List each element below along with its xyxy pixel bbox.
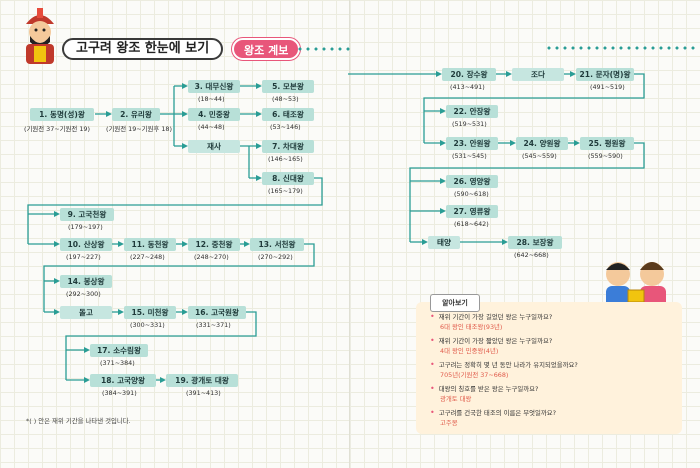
bullet-icon: • [430, 360, 435, 369]
king-19-period: (391~413) [186, 389, 221, 397]
king-12: 12. 중천왕 [188, 238, 240, 251]
king-13-period: (270~292) [258, 253, 293, 261]
king-16-period: (331~371) [196, 321, 231, 329]
quiz-panel: 알아보기 •재위 기간이 가장 길었던 왕은 누구일까요? 6대 왕인 태조왕(… [416, 294, 682, 434]
king-26-period: (590~618) [454, 190, 489, 198]
king-10: 10. 산상왕 [60, 238, 112, 251]
quiz-answer-3: 705년(기원전 37~668) [440, 371, 509, 379]
quiz-question-5: •고구려를 건국한 태조의 이름은 무엇일까요? [430, 408, 556, 417]
bullet-icon: • [430, 312, 435, 321]
king-11-period: (227~248) [130, 253, 165, 261]
quiz-question-2: •재위 기간이 가장 짧았던 왕은 누구일까요? [430, 336, 552, 345]
king-20: 20. 장수왕 [442, 68, 496, 81]
quiz-question-2-text: 재위 기간이 가장 짧았던 왕은 누구일까요? [438, 337, 553, 345]
king-2-period: (기원전 19~기원후 18) [106, 125, 172, 133]
quiz-answer-2: 4대 왕인 민중왕(4년) [440, 347, 499, 355]
quiz-answer-5: 고주몽 [440, 419, 458, 427]
king-24: 24. 양원왕 [516, 137, 568, 150]
king-8-period: (165~179) [268, 187, 303, 195]
footnote: *( ) 안은 재위 기간을 나타낸 것입니다. [26, 417, 131, 425]
quiz-answer-1: 6대 왕인 태조왕(93년) [440, 323, 503, 331]
king-6-period: (53~146) [270, 123, 301, 131]
king-17: 17. 소수림왕 [90, 344, 148, 357]
quiz-question-1-text: 재위 기간이 가장 길었던 왕은 누구일까요? [438, 313, 553, 321]
bullet-icon: • [430, 336, 435, 345]
quiz-question-5-text: 고구려를 건국한 태조의 이름은 무엇일까요? [438, 409, 557, 417]
quiz-question-3-text: 고구려는 정확히 몇 년 동안 나라가 유지되었을까요? [438, 361, 578, 369]
king-3-period: (18~44) [198, 95, 225, 103]
king-5-period: (48~53) [272, 95, 299, 103]
king-25: 25. 평원왕 [580, 137, 634, 150]
king-8: 8. 신대왕 [262, 172, 314, 185]
king-26: 26. 영양왕 [446, 175, 498, 188]
quiz-question-1: •재위 기간이 가장 길었던 왕은 누구일까요? [430, 312, 552, 321]
dotted-divider [296, 45, 350, 53]
king-28-period: (642~668) [514, 251, 549, 259]
king-15-period: (300~331) [130, 321, 165, 329]
king-11: 11. 동천왕 [124, 238, 176, 251]
king-1: 1. 동명(성)왕 [30, 108, 94, 121]
king-22-period: (519~531) [452, 120, 487, 128]
king-4-period: (44~48) [198, 123, 225, 131]
king-14-period: (292~300) [66, 290, 101, 298]
king-9: 9. 고국천왕 [60, 208, 114, 221]
king-25-period: (559~590) [588, 152, 623, 160]
king-9-period: (179~197) [68, 223, 103, 231]
king-4: 4. 민중왕 [188, 108, 240, 121]
king-10-period: (197~227) [66, 253, 101, 261]
quiz-question-3: •고구려는 정확히 몇 년 동안 나라가 유지되었을까요? [430, 360, 578, 369]
quiz-answer-4: 광개토 대왕 [440, 395, 472, 403]
king-7: 7. 차대왕 [262, 140, 314, 153]
bullet-icon: • [430, 408, 435, 417]
king-18-period: (384~391) [102, 389, 137, 397]
king-12-period: (248~270) [194, 253, 229, 261]
king-1-period: (기원전 37~기원전 19) [24, 125, 90, 133]
king-28: 28. 보장왕 [508, 236, 562, 249]
king-21: 21. 문자(명)왕 [576, 68, 634, 81]
king-3: 3. 대무신왕 [188, 80, 240, 93]
king-23-period: (531~545) [452, 152, 487, 160]
king-20-period: (413~491) [450, 83, 485, 91]
king-15: 15. 미천왕 [124, 306, 176, 319]
general-mascot-icon [26, 8, 54, 64]
page-title: 고구려 왕조 한눈에 보기 [62, 38, 224, 60]
quiz-question-4-text: 대왕의 칭호를 받은 왕은 누구일까요? [438, 385, 539, 393]
quiz-tag: 알아보기 [430, 294, 480, 312]
relative-jaesa: 재사 [188, 140, 240, 153]
king-7-period: (146~165) [268, 155, 303, 163]
dotted-divider-right [545, 44, 695, 52]
page-spine [349, 0, 351, 468]
king-14: 14. 봉상왕 [60, 275, 112, 288]
king-16: 16. 고국원왕 [188, 306, 246, 319]
king-21-period: (491~519) [590, 83, 625, 91]
king-5: 5. 모본왕 [262, 80, 314, 93]
king-2: 2. 유리왕 [112, 108, 160, 121]
king-18: 18. 고국양왕 [90, 374, 156, 387]
bullet-icon: • [430, 384, 435, 393]
king-24-period: (545~559) [522, 152, 557, 160]
king-23: 23. 안원왕 [446, 137, 498, 150]
king-6: 6. 태조왕 [262, 108, 314, 121]
relative-taeyang: 태양 [428, 236, 460, 249]
king-17-period: (371~384) [100, 359, 135, 367]
king-19: 19. 광개토 대왕 [166, 374, 238, 387]
king-27-period: (618~642) [454, 220, 489, 228]
relative-dolgo: 돌고 [60, 306, 112, 319]
relative-jodae: 조다 [512, 68, 564, 81]
king-27: 27. 영류왕 [446, 205, 498, 218]
king-22: 22. 안장왕 [446, 105, 498, 118]
king-13: 13. 서천왕 [250, 238, 304, 251]
quiz-question-4: •대왕의 칭호를 받은 왕은 누구일까요? [430, 384, 538, 393]
